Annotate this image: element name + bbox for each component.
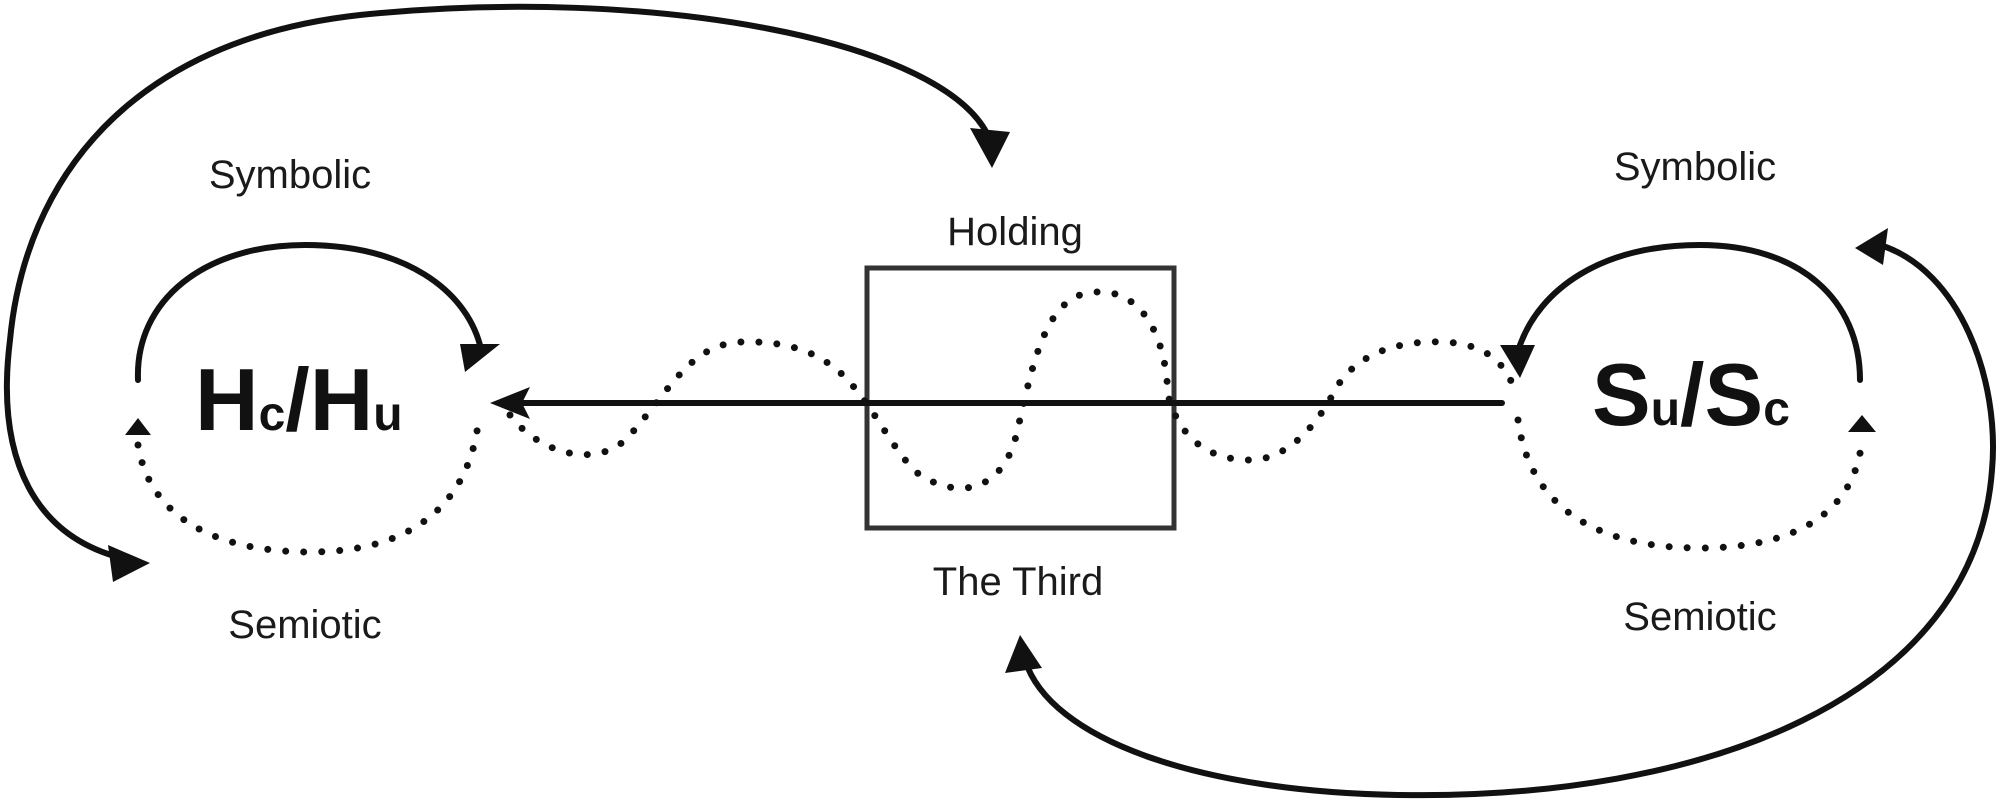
left-symbol-main-1: H: [195, 350, 259, 449]
left-lower-loop: [134, 421, 482, 556]
the-third-label: The Third: [933, 560, 1103, 604]
right-symbol-sub-1: u: [1651, 383, 1680, 436]
left-symbol-sub-1: c: [259, 388, 286, 441]
left-symbol-sub-2: u: [373, 388, 402, 441]
left-symbolic-label: Symbolic: [209, 153, 371, 197]
left-lower-loop-arrowhead: [125, 418, 151, 435]
left-upper-loop-arrowhead: [460, 344, 500, 372]
right-lower-loop: [1514, 416, 1866, 552]
right-upper-loop: [1517, 241, 1863, 383]
right-symbolic-label: Symbolic: [1614, 145, 1776, 189]
right-lower-loop-arrowhead: [1848, 415, 1876, 432]
outer-top-arc-arrowhead-holding: [970, 128, 1010, 168]
outer-bottom-arc: [1022, 242, 1996, 799]
outer-top-arc-arrowhead-semiotic: [108, 545, 150, 582]
right-semiotic-label: Semiotic: [1623, 595, 1776, 639]
holding-label: Holding: [947, 210, 1083, 254]
dotted-wave: [506, 288, 1519, 492]
right-symbol-separator: /: [1680, 345, 1704, 444]
main-horizontal-arrowhead: [490, 387, 530, 419]
right-node-symbol: Su/Sc: [1592, 345, 1790, 444]
outer-bottom-arc-arrowhead-third: [1005, 635, 1042, 673]
right-symbol-main-1: S: [1592, 345, 1651, 444]
right-upper-loop-arrowhead: [1500, 345, 1535, 378]
right-symbol-main-2: S: [1704, 345, 1763, 444]
holding-box: [864, 265, 1177, 531]
left-symbol-main-2: H: [310, 350, 374, 449]
right-symbol-sub-2: c: [1763, 383, 1790, 436]
left-node-symbol: Hc/Hu: [195, 350, 403, 449]
outer-bottom-arc-arrowhead-symbolic: [1855, 228, 1888, 265]
left-symbol-separator: /: [285, 350, 309, 449]
outer-top-arc: [4, 3, 993, 563]
left-upper-loop: [134, 241, 483, 383]
left-semiotic-label: Semiotic: [228, 603, 381, 647]
